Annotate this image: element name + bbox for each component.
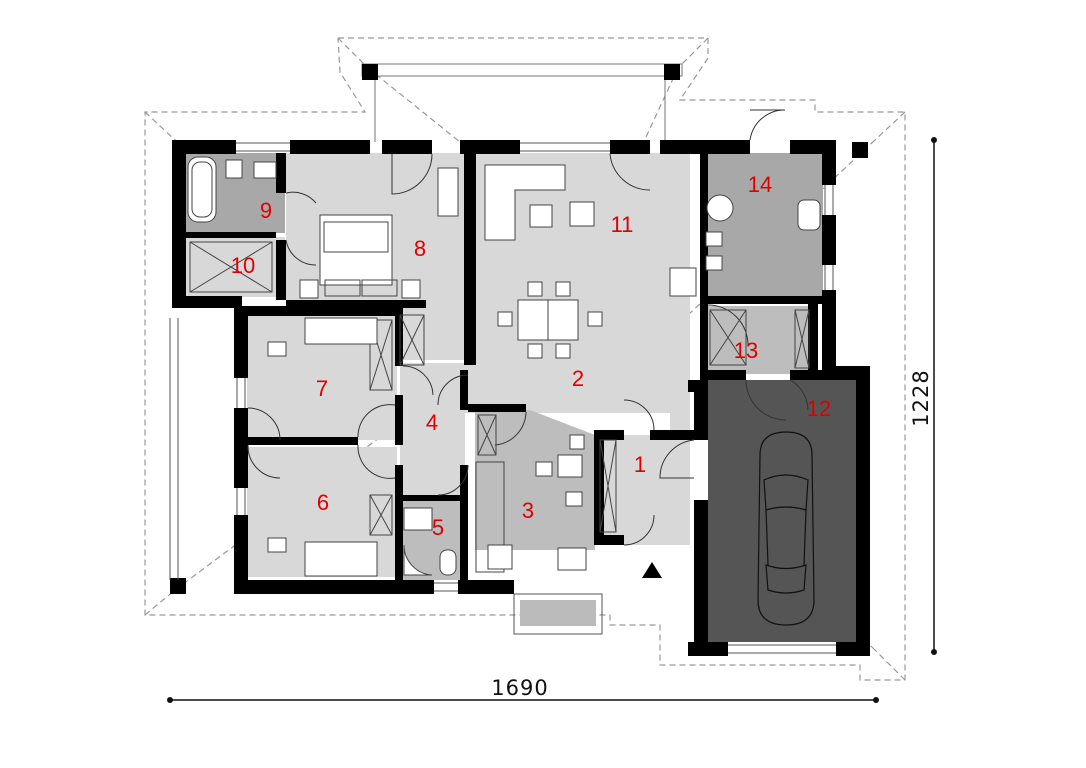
room-label-8: 8: [414, 236, 426, 261]
furniture: [187, 156, 821, 577]
car: [757, 431, 815, 626]
room-label-6: 6: [317, 490, 329, 515]
room-label-5: 5: [432, 515, 444, 540]
room-10-fill: [185, 237, 285, 297]
room-label-7: 7: [316, 376, 328, 401]
dimension-width-label: 1690: [491, 676, 548, 700]
room-label-2: 2: [572, 366, 584, 391]
room-label-13: 13: [734, 338, 758, 363]
windows: [169, 142, 836, 654]
dimension-width: [167, 697, 879, 703]
room-label-10: 10: [231, 253, 255, 278]
terrace-column-left: [362, 64, 378, 80]
room-label-4: 4: [426, 410, 438, 435]
room-label-12: 12: [807, 396, 831, 421]
room-12-fill: [708, 380, 868, 642]
flower-bed: [513, 593, 603, 635]
column-right: [852, 142, 868, 158]
room-label-11: 11: [611, 212, 634, 237]
column-left-bottom: [170, 578, 186, 594]
entrance-arrow: [642, 562, 662, 578]
room-3-fill: [475, 410, 595, 550]
terrace: [361, 63, 683, 142]
room-fills: [185, 153, 868, 642]
room-label-3: 3: [522, 498, 534, 523]
dimension-height: [931, 137, 937, 655]
room-label-9: 9: [260, 198, 272, 223]
room-label-1: 1: [634, 452, 646, 477]
terrace-column-right: [664, 64, 680, 80]
doors: [247, 109, 809, 546]
room-label-14: 14: [748, 172, 772, 197]
walls: [172, 140, 870, 656]
dimension-height-label: 1228: [909, 369, 933, 426]
room-2b-fill: [670, 200, 690, 430]
